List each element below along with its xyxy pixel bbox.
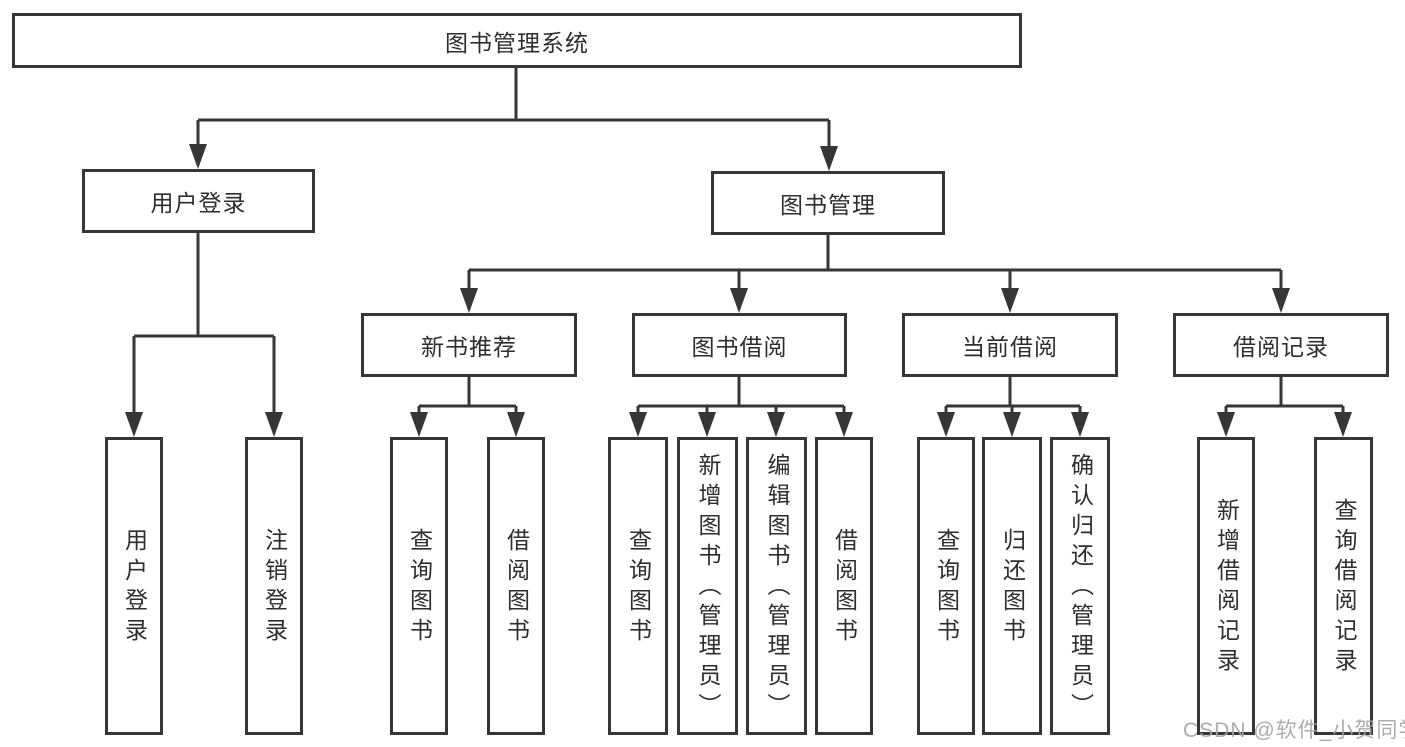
leaf-confirm-return-admin: 确认归还（管理员） xyxy=(1050,437,1110,735)
node-current-borrow: 当前借阅 xyxy=(902,313,1118,377)
leaf-recommend-query-books: 查询图书 xyxy=(390,437,448,735)
node-library-system: 图书管理系统 xyxy=(12,13,1022,68)
leaf-edit-books-admin: 编辑图书（管理员） xyxy=(746,437,807,735)
csdn-watermark: CSDN @软件_小贺同学 xyxy=(1183,719,1405,742)
node-user-login: 用户登录 xyxy=(82,169,315,233)
leaf-add-borrow-record: 新增借阅记录 xyxy=(1197,437,1255,735)
leaf-add-books-admin: 新增图书（管理员） xyxy=(677,437,738,735)
leaf-return-books: 归还图书 xyxy=(982,437,1042,735)
leaf-borrow-books: 借阅图书 xyxy=(815,437,873,735)
node-book-management: 图书管理 xyxy=(711,171,945,235)
leaf-current-query-books: 查询图书 xyxy=(917,437,975,735)
leaf-borrow-query-books: 查询图书 xyxy=(608,437,668,735)
leaf-recommend-borrow-books: 借阅图书 xyxy=(487,437,545,735)
node-new-book-recommend: 新书推荐 xyxy=(361,313,577,377)
leaf-logout: 注销登录 xyxy=(245,437,303,735)
node-book-borrow: 图书借阅 xyxy=(632,313,847,377)
leaf-query-borrow-record: 查询借阅记录 xyxy=(1314,437,1373,735)
node-borrow-records: 借阅记录 xyxy=(1173,313,1389,377)
leaf-user-login: 用户登录 xyxy=(105,437,163,735)
arrowheads xyxy=(125,144,1352,437)
